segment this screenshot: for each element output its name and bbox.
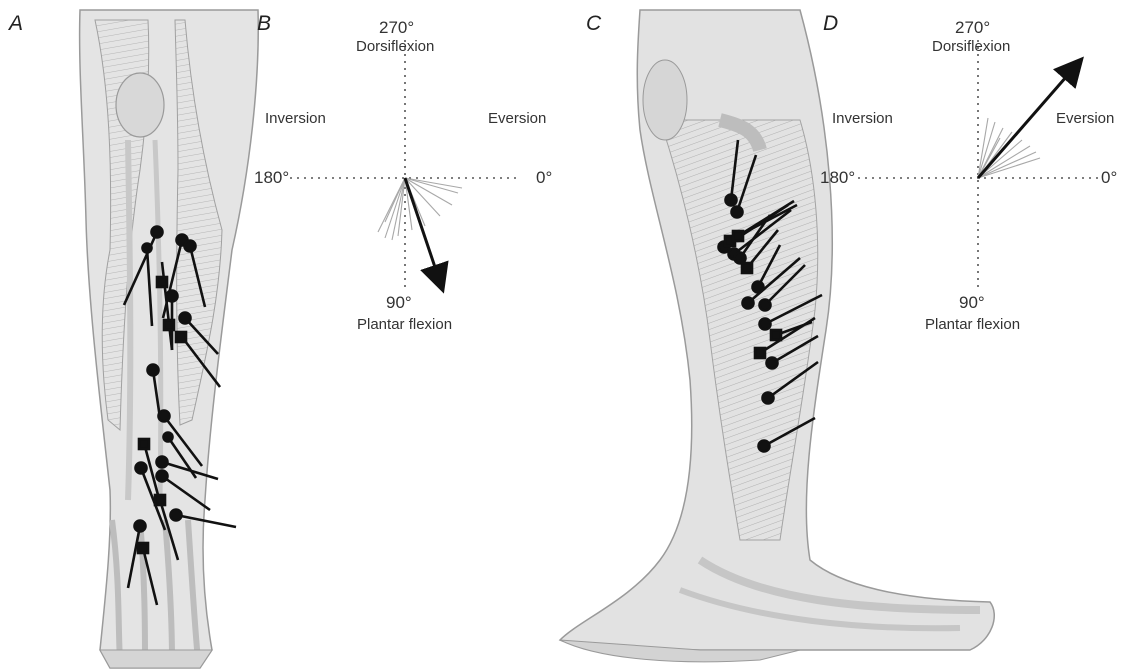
b-label-270: 270° (379, 18, 414, 38)
panel-label-c: C (586, 12, 601, 36)
d-label-inversion: Inversion (832, 110, 893, 127)
panel-label-a: A (9, 12, 23, 36)
d-label-270: 270° (955, 18, 990, 38)
leg-anterior-illustration (80, 10, 259, 668)
panel-label-b: B (257, 12, 271, 36)
b-label-dorsiflexion: Dorsiflexion (356, 38, 434, 55)
polar-plot-b (290, 40, 520, 290)
d-label-180: 180° (820, 168, 855, 188)
b-label-180: 180° (254, 168, 289, 188)
d-label-plantar-flexion: Plantar flexion (925, 316, 1020, 333)
d-label-0: 0° (1101, 168, 1117, 188)
polar-plot-d (858, 40, 1098, 290)
panel-label-d: D (823, 12, 838, 36)
b-label-inversion: Inversion (265, 110, 326, 127)
d-label-90: 90° (959, 293, 985, 313)
b-label-0: 0° (536, 168, 552, 188)
d-label-dorsiflexion: Dorsiflexion (932, 38, 1010, 55)
b-label-eversion: Eversion (488, 110, 546, 127)
mean-direction-arrow-b (405, 178, 442, 288)
b-label-plantar-flexion: Plantar flexion (357, 316, 452, 333)
d-label-eversion: Eversion (1056, 110, 1114, 127)
b-label-90: 90° (386, 293, 412, 313)
